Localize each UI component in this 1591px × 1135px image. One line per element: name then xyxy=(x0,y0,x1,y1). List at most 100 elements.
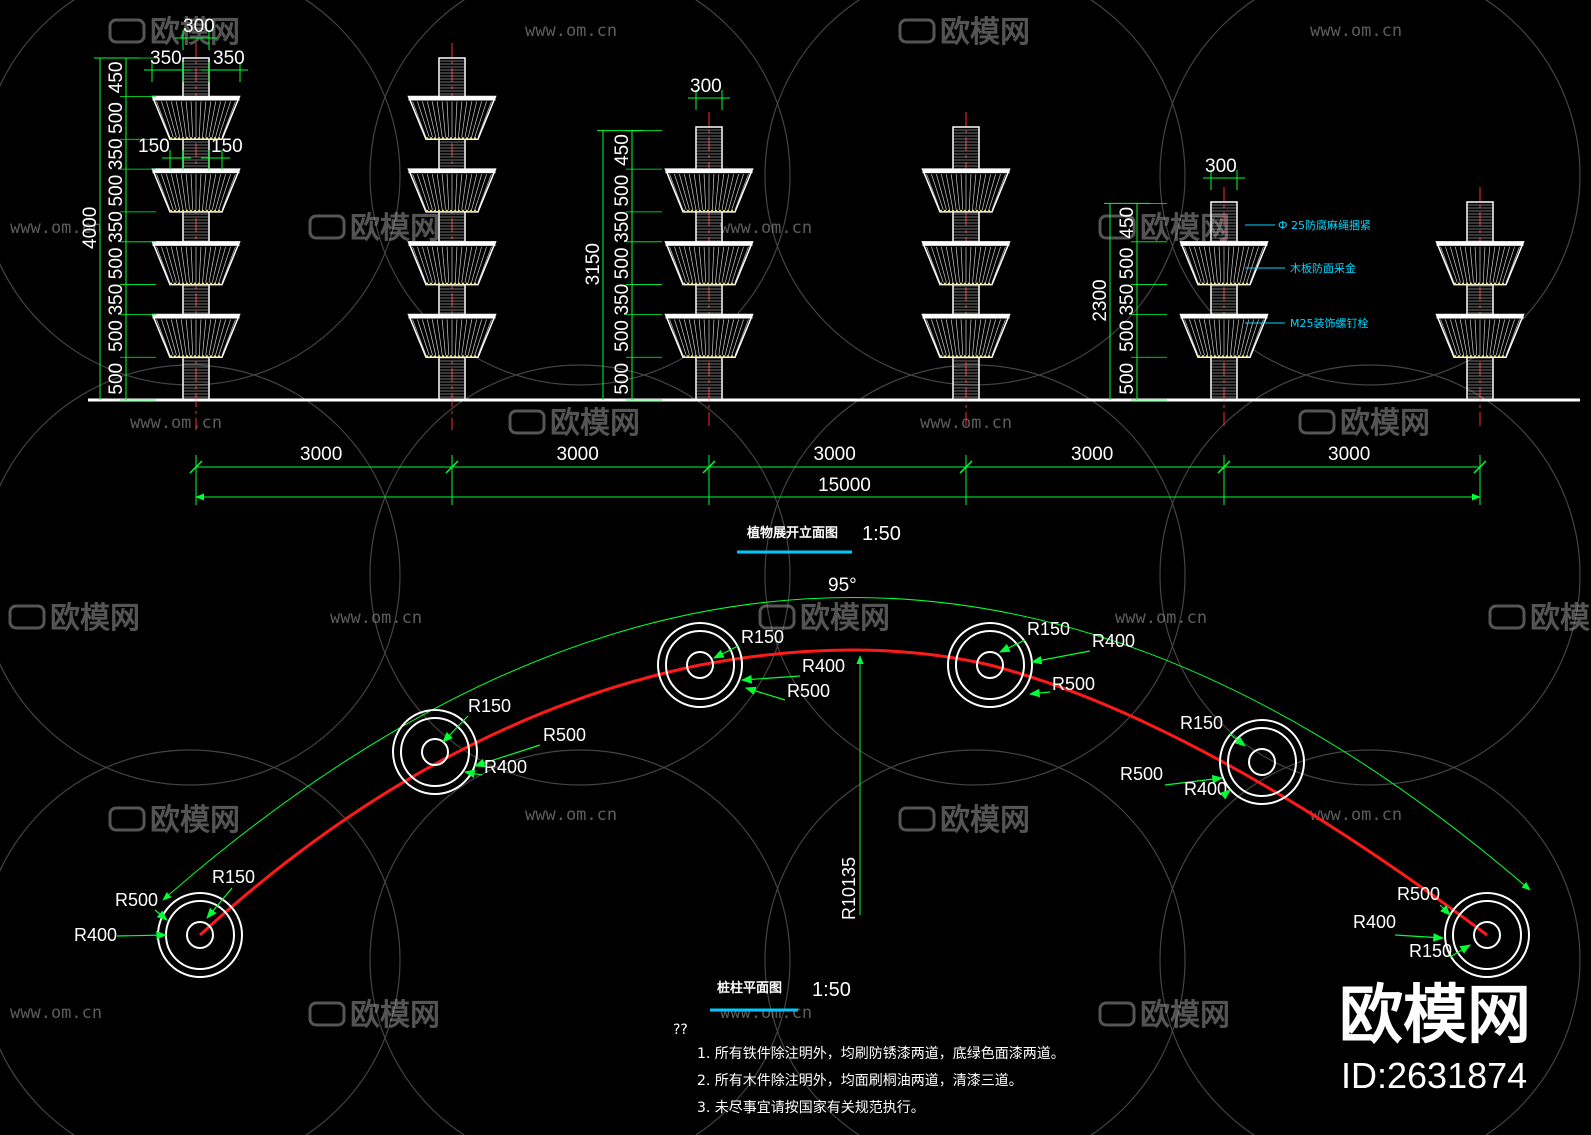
dim-width: 350 xyxy=(150,48,182,69)
dim-label-col3: 500 xyxy=(612,363,633,395)
planter-outline-r400 xyxy=(1452,900,1522,970)
radius-label-r500: R500 xyxy=(115,890,158,910)
radius-leader-arrow xyxy=(740,675,801,684)
watermark-sofa-icon xyxy=(898,806,936,832)
planter-3 xyxy=(921,168,1011,213)
elevation-view: 4505003505003505003505005004000450500350… xyxy=(80,16,1580,554)
planter-slats xyxy=(669,174,749,211)
planter-rim xyxy=(408,241,496,246)
radius-leader-arrow xyxy=(206,887,233,919)
brand-watermark: 欧模网 ID:2631874 xyxy=(1339,979,1531,1096)
elevation-title: 植物展开立面图 1:50 xyxy=(737,523,901,554)
note-rope: Ф 25防腐麻绳捆紧 xyxy=(1278,218,1371,232)
radius-label-r400: R400 xyxy=(484,757,527,777)
angle-label: 95° xyxy=(828,575,857,596)
watermark-url: www.om.cn xyxy=(130,413,222,433)
planter-2 xyxy=(1179,241,1269,286)
dim-label-col3: 350 xyxy=(612,211,633,243)
column-1 xyxy=(151,43,241,430)
spacing-label: 3000 xyxy=(1328,444,1370,465)
radius-label-r400: R400 xyxy=(74,925,117,945)
radius-leader-arrow xyxy=(1439,904,1451,916)
planter-1 xyxy=(151,313,241,358)
planter-outline-r400 xyxy=(1227,727,1297,797)
radius-leader-arrow xyxy=(713,645,739,659)
planter-rim xyxy=(152,96,240,101)
watermark-sofa-icon xyxy=(108,18,146,44)
planter-slats xyxy=(1184,246,1264,283)
watermark-sofa-icon xyxy=(1298,409,1336,435)
radius-label-r150: R150 xyxy=(741,627,784,647)
post-outline-r150 xyxy=(1248,748,1276,776)
watermark-sofa-icon xyxy=(308,214,346,240)
watermark-circle xyxy=(764,364,1186,786)
planter-rim xyxy=(665,314,753,319)
watermark-sofa-icon xyxy=(1098,1001,1136,1027)
post-outline-r150 xyxy=(1473,921,1501,949)
planter-outline-r400 xyxy=(665,630,735,700)
watermark-logo: 欧模网 xyxy=(350,998,440,1033)
radius-label-r400: R400 xyxy=(802,656,845,676)
planter-slats xyxy=(926,319,1006,356)
radius-label-r400: R400 xyxy=(1353,912,1396,932)
dim-label-col1: 500 xyxy=(106,102,127,134)
post-outline-r150 xyxy=(186,921,214,949)
planter-2 xyxy=(407,241,497,286)
watermark-url: www.om.cn xyxy=(1310,805,1402,825)
watermark-logo: 欧模网 xyxy=(940,15,1030,50)
planter-slats xyxy=(669,246,749,283)
dim-label-col5: 350 xyxy=(1117,284,1138,316)
dim-width: 300 xyxy=(1205,156,1237,177)
dim-label-col1: 500 xyxy=(106,320,127,352)
dim-label-col5: 500 xyxy=(1117,320,1138,352)
notes-header: ?? xyxy=(673,1022,688,1038)
plan-post-6 xyxy=(1444,892,1530,978)
dim-width: 350 xyxy=(213,48,245,69)
plan-view: 95° R10135 R150R500R400R150R500R400R150R… xyxy=(74,575,1531,1116)
radius-label-r150: R150 xyxy=(1180,713,1223,733)
dim-label-col3: 500 xyxy=(612,175,633,207)
planter-rim xyxy=(1180,314,1268,319)
watermark-sofa-icon xyxy=(898,18,936,44)
angle-arc xyxy=(162,597,1531,901)
note-3: 3. 未尽事宜请按国家有关规范执行。 xyxy=(697,1099,925,1116)
radius-leader-arrow xyxy=(1030,650,1091,665)
column-annotations: Ф 25防腐麻绳捆紧 木板防面采金 M25装饰螺钉栓 xyxy=(1245,218,1371,330)
planter-outline-r500 xyxy=(1444,892,1530,978)
column-4 xyxy=(921,112,1011,430)
planter-rim xyxy=(665,169,753,174)
planter-slats xyxy=(1184,319,1264,356)
radius-label-r500: R500 xyxy=(543,725,586,745)
planter-slats xyxy=(1440,246,1520,283)
planter-2 xyxy=(921,241,1011,286)
watermark-circle xyxy=(1159,0,1581,386)
watermark-sofa-icon xyxy=(758,604,796,630)
dim-label-col3: 350 xyxy=(612,284,633,316)
radius-leader-arrow xyxy=(154,909,168,921)
plan-title: 桩柱平面图 1:50 xyxy=(710,979,851,1012)
overall-length-label: 15000 xyxy=(818,475,871,496)
dim-width: 150 xyxy=(138,136,170,157)
watermark-logo: 欧模网 xyxy=(150,803,240,838)
watermark-logo: 欧模网 xyxy=(350,211,440,246)
watermark-url: www.om.cn xyxy=(720,218,812,238)
watermark-url: www.om.cn xyxy=(330,608,422,628)
planter-rim xyxy=(152,314,240,319)
dim-total-col3: 3150 xyxy=(583,243,604,285)
planter-slats xyxy=(156,319,236,356)
note-board: 木板防面采金 xyxy=(1290,261,1356,275)
planter-slats xyxy=(156,101,236,138)
watermark-circle xyxy=(369,364,791,786)
planter-2 xyxy=(664,241,754,286)
watermark-url: www.om.cn xyxy=(10,218,102,238)
radius-label-r500: R500 xyxy=(1120,764,1163,784)
radius-leader-arrow xyxy=(1028,688,1051,698)
watermark-logo: 欧模网 xyxy=(800,601,890,636)
planter-rim xyxy=(922,241,1010,246)
radius-label-r150: R150 xyxy=(468,696,511,716)
dim-label-col1: 350 xyxy=(106,284,127,316)
note-1: 1. 所有铁件除注明外，均刷防锈漆两道，底绿色面漆两道。 xyxy=(697,1045,1065,1062)
planter-rim xyxy=(922,169,1010,174)
